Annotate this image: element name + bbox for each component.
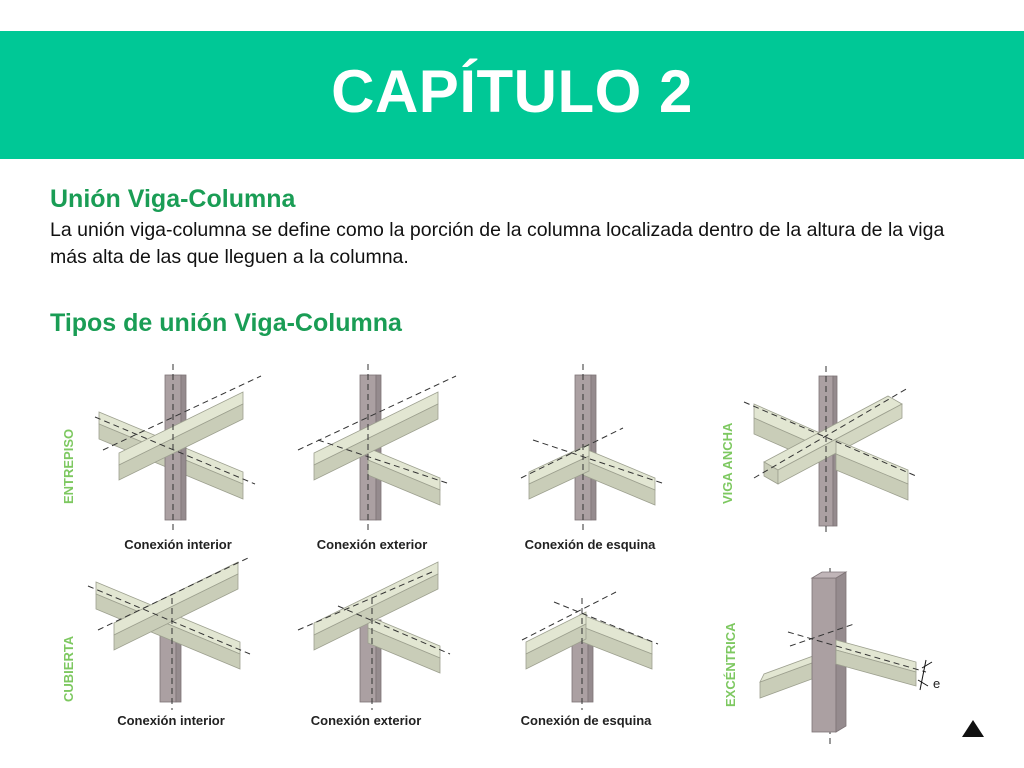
label-viga-ancha: VIGA ANCHA: [720, 422, 735, 504]
joint-interior-entrepiso: [94, 364, 262, 532]
caption-bottom-interior: Conexión interior: [117, 713, 225, 728]
joint-corner-cubierta: [521, 591, 659, 710]
caption-bottom-corner: Conexión de esquina: [521, 713, 653, 728]
definition-text: La unión viga-columna se define como la …: [50, 219, 945, 268]
chapter-title: CAPÍTULO 2: [331, 58, 693, 125]
caption-top-corner: Conexión de esquina: [525, 537, 657, 552]
caption-top-interior: Conexión interior: [124, 537, 232, 552]
joint-interior-cubierta: [87, 557, 251, 710]
joint-exterior-entrepiso: [297, 364, 457, 532]
row-label-cubierta: CUBIERTA: [61, 635, 76, 702]
joint-wide-beam: [743, 366, 917, 536]
label-excentrica: EXCÉNTRICA: [723, 622, 738, 707]
triangle-up-icon[interactable]: [960, 718, 986, 740]
caption-bottom-exterior: Conexión exterior: [311, 713, 422, 728]
row-label-entrepiso: ENTREPISO: [61, 429, 76, 504]
caption-top-exterior: Conexión exterior: [317, 537, 428, 552]
joint-eccentric: [759, 568, 933, 746]
eccentricity-label: e: [933, 676, 940, 691]
section-heading-union: Unión Viga-Columna: [50, 185, 296, 213]
joint-corner-entrepiso: [520, 364, 666, 532]
section-heading-types: Tipos de unión Viga-Columna: [50, 309, 402, 337]
joint-exterior-cubierta: [297, 561, 451, 710]
title-banner: [0, 31, 1024, 159]
